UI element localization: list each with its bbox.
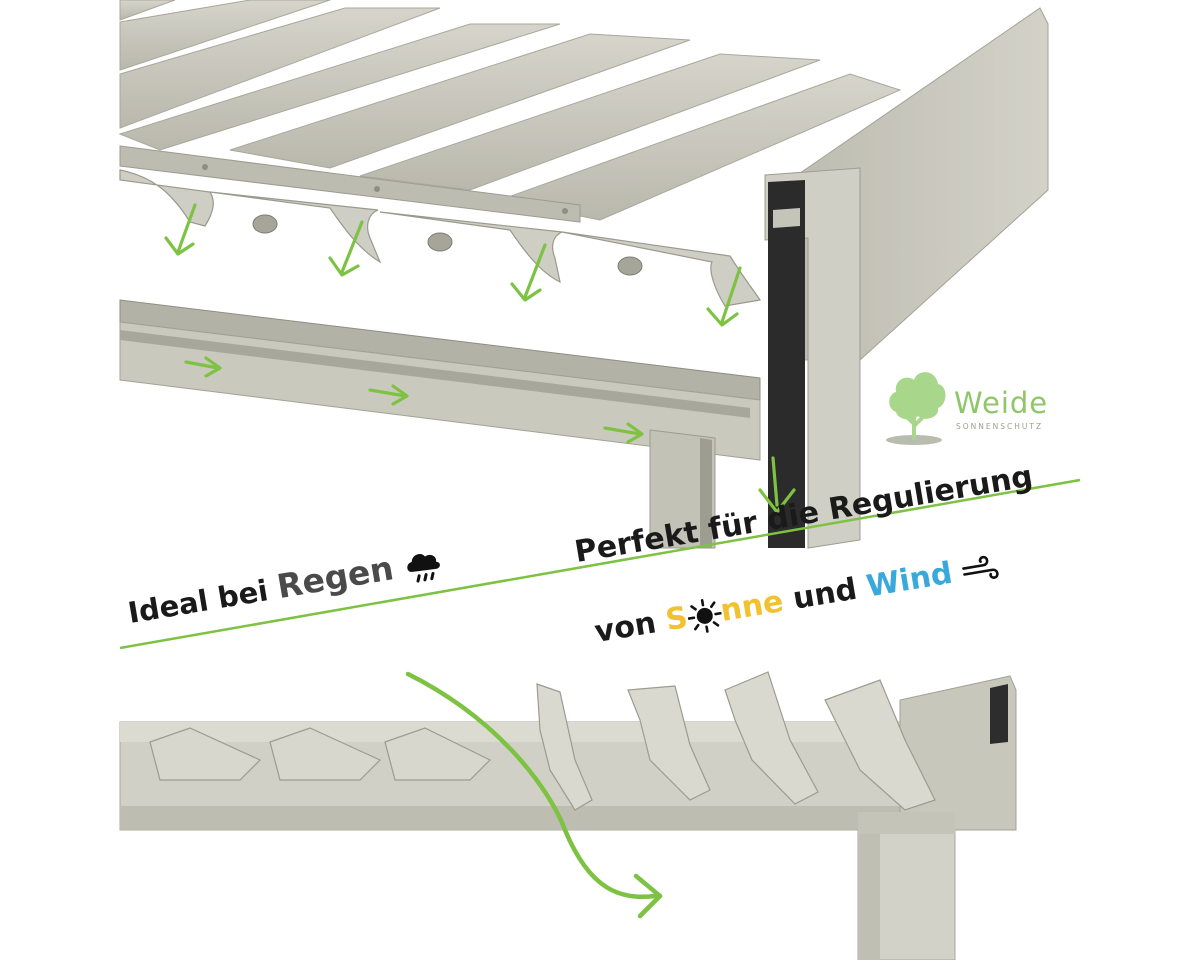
roof-bolts <box>252 214 643 276</box>
roof-slats <box>118 0 902 221</box>
rain-caption: Ideal bei Regen <box>125 540 446 635</box>
rain-cloud-icon <box>407 554 440 583</box>
regulation-caption-line2: von S nne und Wind <box>592 548 1003 651</box>
arrow-icon <box>603 422 644 444</box>
slat-end-profiles <box>119 169 761 307</box>
arrow-icon <box>758 456 796 514</box>
arrow-icon <box>510 243 547 302</box>
rain-flow-arrows <box>164 203 796 514</box>
wind-flow-arrow <box>405 671 663 919</box>
diagonal-divider <box>119 478 1081 650</box>
top-roof-assembly <box>118 0 1049 549</box>
corner-post <box>649 429 716 549</box>
arrow-icon <box>184 356 222 378</box>
bottom-roof-assembly <box>119 671 1017 960</box>
sun-icon <box>687 598 722 633</box>
tree-icon <box>886 372 946 445</box>
closed-louvres <box>149 727 492 781</box>
arrow-icon <box>368 384 409 406</box>
logo-brand: Weide <box>954 386 1049 420</box>
rail-screws <box>202 164 568 214</box>
arrow-icon <box>164 203 197 256</box>
weide-logo: Weide SONNENSCHUTZ <box>884 360 1074 450</box>
gutter-beam <box>119 299 761 461</box>
arrow-icon <box>328 220 364 277</box>
drain-post <box>764 167 861 549</box>
logo-tagline: SONNENSCHUTZ <box>956 422 1044 431</box>
open-louvres <box>536 671 936 811</box>
roof-front-rail <box>119 145 581 223</box>
arrow-icon <box>706 266 742 327</box>
wind-icon <box>962 555 999 579</box>
